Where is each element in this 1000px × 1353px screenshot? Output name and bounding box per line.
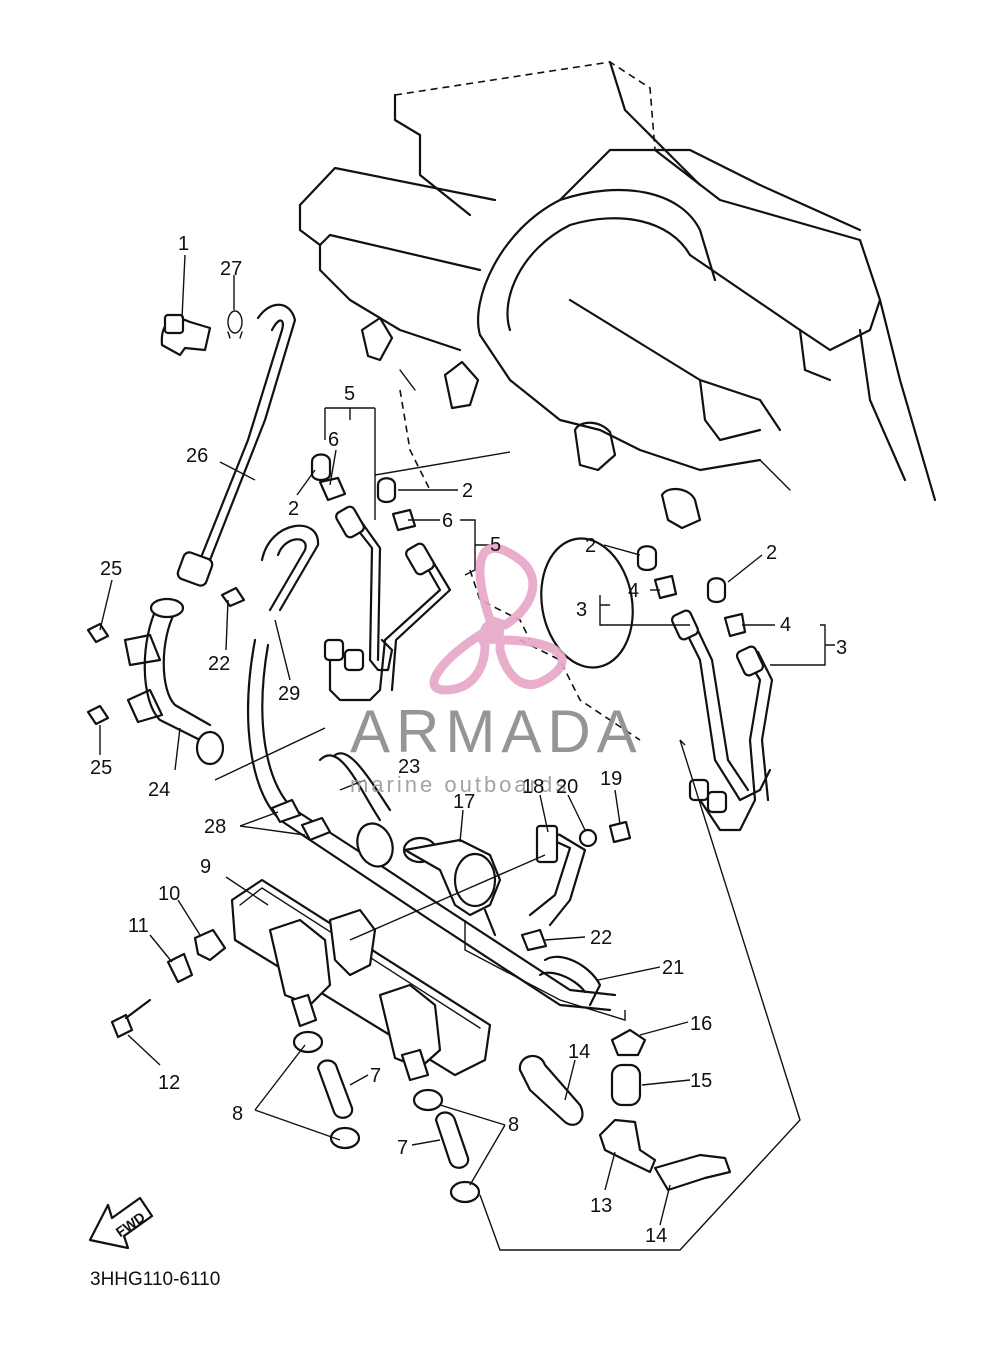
armada-watermark: ARMADA marine outboards [350,543,643,797]
callout-3: 3 [576,599,587,621]
callout-12: 12 [158,1072,180,1094]
callout-6: 6 [328,429,339,451]
callout-6: 6 [442,510,453,532]
callout-27: 27 [220,258,242,280]
callout-7: 7 [370,1065,381,1087]
hose-23 [318,752,394,868]
connector-lines [214,727,801,1251]
callout-20: 20 [556,776,578,798]
callout-22: 22 [590,927,612,949]
elbow-1 [160,313,212,357]
clips-4-6 [318,476,747,638]
callout-24: 24 [148,779,170,801]
clamps-22-28 [220,586,548,952]
fwd-arrow: FWD [88,1196,154,1250]
callout-8: 8 [232,1103,243,1125]
clip-27 [227,310,243,339]
callout-10: 10 [158,883,180,905]
callout-5: 5 [344,383,355,405]
callout-2: 2 [766,542,777,564]
brand-name: ARMADA [350,698,643,765]
engine-block [298,60,937,741]
bolts-25 [86,622,110,726]
callout-29: 29 [278,683,300,705]
hose-29 [247,524,617,1012]
callout-3: 3 [836,637,847,659]
callout-13: 13 [590,1195,612,1217]
callouts: 1 27 26 2 6 5 2 6 5 2 2 4 3 4 3 25 25 24… [90,233,847,1247]
parts-13-16 [518,1028,732,1192]
callout-1: 1 [178,233,189,255]
callout-26: 26 [186,445,208,467]
caps-2 [310,453,727,604]
hose-26 [176,303,297,587]
reed-assembly-9 [230,878,492,1082]
callout-21: 21 [662,957,684,979]
callout-2: 2 [585,535,596,557]
callout-25: 25 [100,558,122,580]
callout-15: 15 [690,1070,712,1092]
callout-4: 4 [780,614,791,636]
tubes-7-8 [292,1030,481,1204]
callout-23: 23 [398,756,420,778]
hose-24 [123,597,225,766]
propeller-logo [429,543,567,695]
bracket-18 [528,820,632,927]
callout-17: 17 [453,791,475,813]
callout-9: 9 [200,856,211,878]
callout-18: 18 [522,776,544,798]
callout-8: 8 [508,1114,519,1136]
callout-11: 11 [128,915,149,937]
callout-16: 16 [690,1013,712,1035]
pipes-3 [670,609,774,832]
callout-2: 2 [288,498,299,520]
callout-19: 19 [600,768,622,790]
hose-21 [538,955,602,1007]
callout-14: 14 [568,1041,590,1063]
callout-28: 28 [204,816,226,838]
brand-tagline: marine outboards [350,772,569,797]
callout-22: 22 [208,653,230,675]
callout-14: 14 [645,1225,667,1247]
diagram-code: 3HHG110-6110 [90,1269,220,1290]
pipes-5 [323,505,452,702]
callout-7: 7 [397,1137,408,1159]
gasket-ring [540,537,634,669]
callout-2: 2 [462,480,473,502]
leader-lines [99,254,835,1226]
callout-25: 25 [90,757,112,779]
callout-5: 5 [490,534,501,556]
callout-4: 4 [628,580,639,602]
parts-10-11-12 [110,928,227,1039]
valve-17 [402,836,502,937]
